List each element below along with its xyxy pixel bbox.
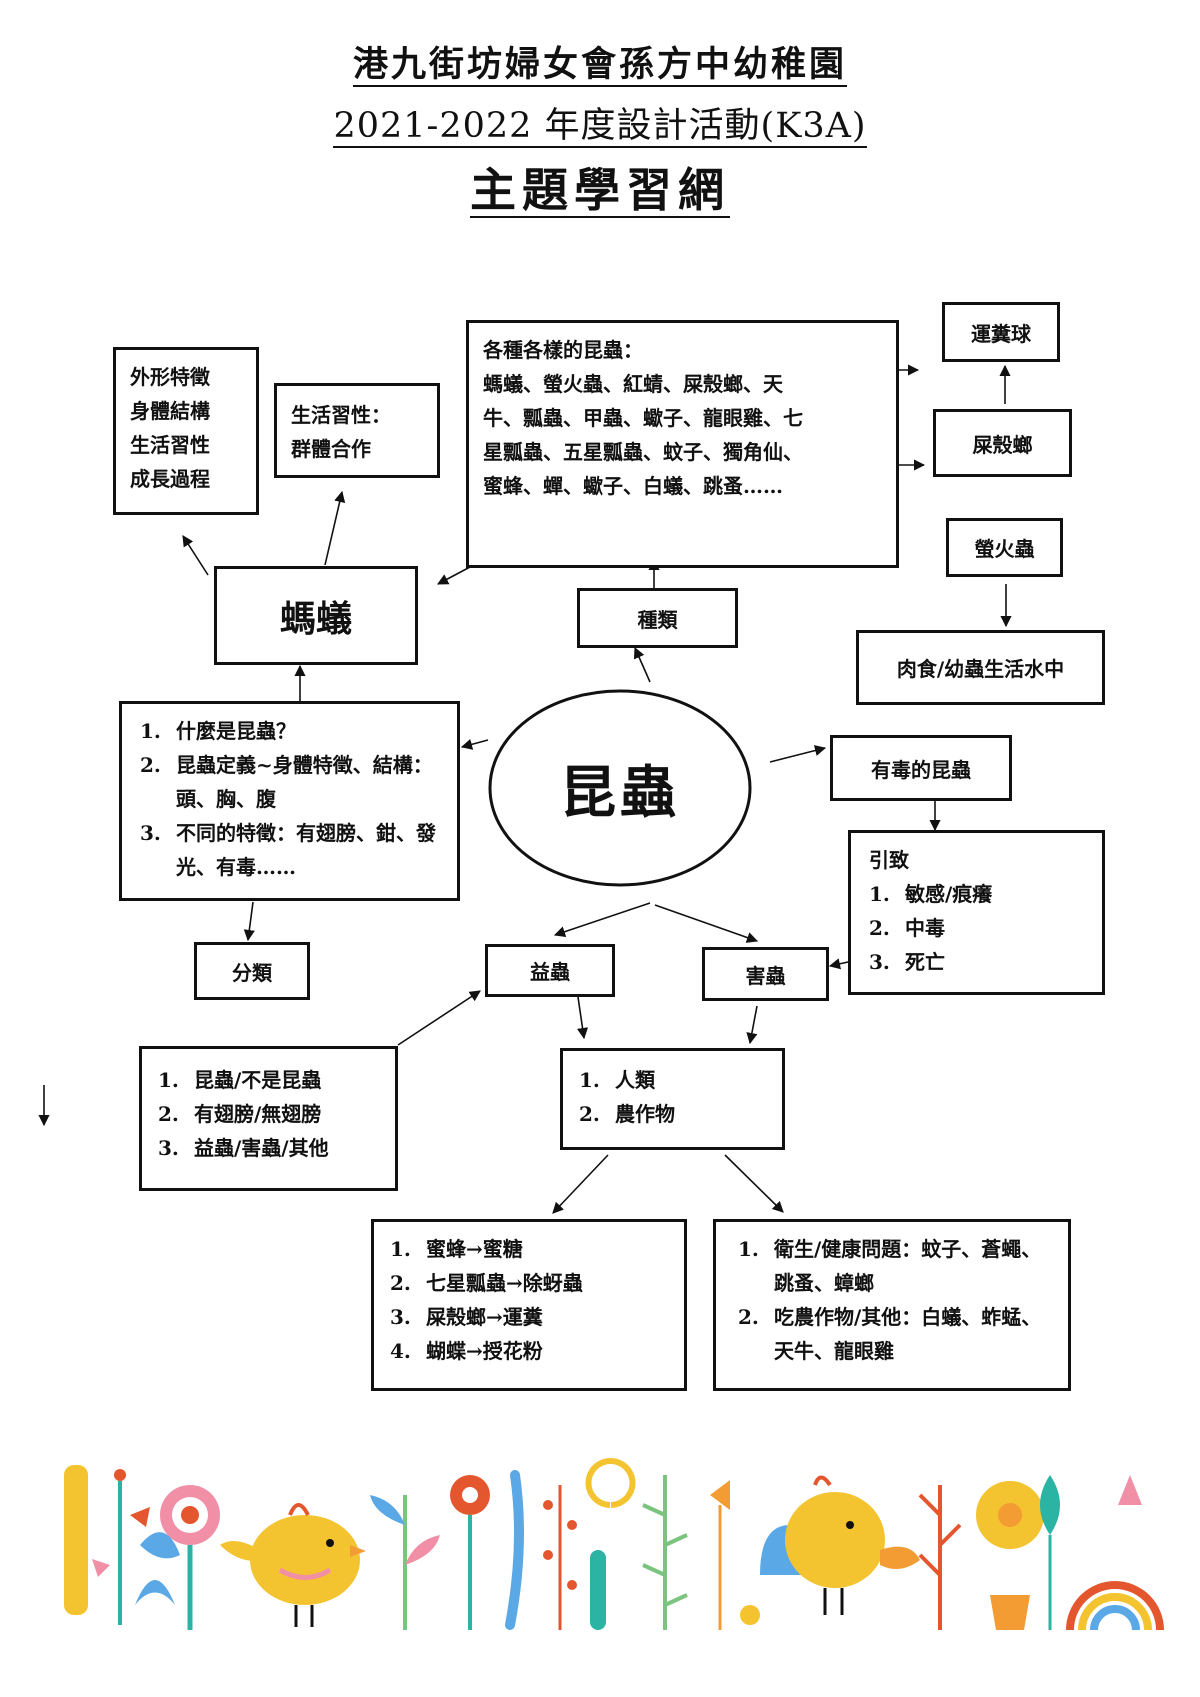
definition-item: 3.不同的特徵：有翅膀、鉗、發光、有毒…… bbox=[140, 821, 436, 879]
classification-item: 2.有翅膀/無翅膀 bbox=[158, 1102, 322, 1126]
classification-item: 1.昆蟲/不是昆蟲 bbox=[158, 1068, 322, 1092]
insect-types-line: 蜜蜂、蟬、蠍子、白蟻、跳蚤…… bbox=[483, 474, 783, 498]
harmful-examples-box: 1.衛生/健康問題：蚊子、蒼蠅、跳蚤、蟑螂 2.吃農作物/其他：白蟻、蚱蜢、天牛… bbox=[713, 1219, 1071, 1391]
arrow-classification-to-beneficial bbox=[397, 990, 481, 1046]
classification-label: 分類 bbox=[232, 960, 272, 985]
harmful-example-item: 1.衛生/健康問題：蚊子、蒼蠅、跳蚤、蟑螂 bbox=[738, 1237, 1042, 1295]
insect-types-list-box: 各種各樣的昆蟲： 螞蟻、螢火蟲、紅蜻、屎殼螂、天 牛、瓢蟲、甲蟲、蠍子、龍眼雞、… bbox=[466, 320, 899, 568]
impact-item: 1.人類 bbox=[579, 1068, 655, 1092]
beneficial-example-item: 2.七星瓢蟲→除蚜蟲 bbox=[390, 1271, 583, 1295]
decorative-border bbox=[64, 1458, 1164, 1631]
flower-art-right bbox=[918, 1475, 1164, 1631]
poison-effect-item: 2.中毒 bbox=[869, 916, 945, 940]
center-topic-label: 昆蟲 bbox=[560, 759, 680, 826]
arrow-center-to-definition bbox=[460, 738, 489, 750]
firefly-diet-label: 肉食/幼蟲生活水中 bbox=[896, 657, 1065, 681]
dung-beetle-label: 屎殼螂 bbox=[972, 432, 1033, 457]
insect-definition-box: 1.什麼是昆蟲？ 2.昆蟲定義~身體特徵、結構：頭、胸、腹 3.不同的特徵：有翅… bbox=[119, 701, 460, 901]
firefly-label: 螢火蟲 bbox=[974, 537, 1035, 561]
beneficial-example-item: 1.蜜蜂→蜜糖 bbox=[390, 1237, 523, 1261]
ant-trait-item: 身體結構 bbox=[130, 399, 210, 423]
types-box: 種類 bbox=[577, 588, 738, 648]
beneficial-example-item: 4.蝴蝶→授花粉 bbox=[390, 1339, 543, 1363]
beneficial-insects-box: 益蟲 bbox=[485, 944, 615, 997]
poison-effects-heading: 引致 bbox=[869, 848, 909, 872]
beneficial-examples-box: 1.蜜蜂→蜜糖 2.七星瓢蟲→除蚜蟲 3.屎殼螂→運糞 4.蝴蝶→授花粉 bbox=[371, 1219, 687, 1391]
arrow-effects-to-harmful bbox=[828, 958, 849, 970]
impact-box: 1.人類 2.農作物 bbox=[560, 1048, 785, 1150]
arrow-ant-to-habits bbox=[324, 490, 346, 566]
ant-traits-box: 外形特徵 身體結構 生活習性 成長過程 bbox=[113, 347, 259, 515]
ant-box: 螞蟻 bbox=[214, 566, 418, 665]
ant-trait-item: 外形特徵 bbox=[130, 365, 210, 389]
dung-ball-box: 運糞球 bbox=[942, 302, 1060, 362]
ant-habits-box: 生活習性： 群體合作 bbox=[274, 383, 440, 478]
page-title: 主題學習網 bbox=[470, 163, 730, 218]
arrow-impact-to-beneficial-examples bbox=[552, 1154, 609, 1214]
arrow-definition-to-classification bbox=[243, 901, 255, 942]
ant-habits-text: 群體合作 bbox=[291, 437, 371, 461]
arrow-center-to-poisonous bbox=[769, 745, 827, 763]
definition-item: 1.什麼是昆蟲？ bbox=[140, 719, 296, 743]
insect-types-line: 牛、瓢蟲、甲蟲、蠍子、龍眼雞、七 bbox=[483, 406, 803, 430]
harmful-example-item: 2.吃農作物/其他：白蟻、蚱蜢、天牛、龍眼雞 bbox=[738, 1305, 1042, 1363]
ant-trait-item: 成長過程 bbox=[130, 467, 210, 491]
center-ellipse bbox=[488, 689, 752, 887]
arrow-list-to-ant bbox=[437, 566, 471, 585]
classification-item: 3.益蟲/害蟲/其他 bbox=[158, 1136, 329, 1160]
bird-art-right bbox=[785, 1475, 920, 1615]
poison-effect-item: 1.敏感/痕癢 bbox=[869, 882, 993, 906]
harmful-insects-label: 害蟲 bbox=[745, 963, 786, 988]
classification-list-box: 1.昆蟲/不是昆蟲 2.有翅膀/無翅膀 3.益蟲/害蟲/其他 bbox=[139, 1046, 398, 1191]
program-title: 2021-2022 年度設計活動(K3A) bbox=[333, 106, 867, 148]
ant-label: 螞蟻 bbox=[279, 597, 352, 640]
ant-trait-item: 生活習性 bbox=[130, 433, 210, 457]
beneficial-insects-label: 益蟲 bbox=[530, 960, 570, 984]
flower-art bbox=[64, 1465, 220, 1630]
dung-beetle-box: 屎殼螂 bbox=[933, 409, 1072, 477]
dung-ball-label: 運糞球 bbox=[971, 321, 1031, 346]
school-name: 港九街坊婦女會孫方中幼稚園 bbox=[352, 44, 847, 87]
poisonous-insects-box: 有毒的昆蟲 bbox=[830, 735, 1012, 801]
definition-item: 2.昆蟲定義~身體特徵、結構：頭、胸、腹 bbox=[140, 753, 433, 811]
poison-effect-item: 3.死亡 bbox=[869, 950, 945, 974]
poisonous-insects-label: 有毒的昆蟲 bbox=[871, 757, 971, 782]
arrow-impact-to-harmful-examples bbox=[724, 1154, 784, 1213]
arrow-center-to-types bbox=[633, 646, 651, 683]
arrow-ant-to-traits bbox=[182, 535, 209, 576]
types-label: 種類 bbox=[637, 607, 678, 632]
firefly-box: 螢火蟲 bbox=[946, 518, 1063, 577]
insect-types-line: 星瓢蟲、五星瓢蟲、蚊子、獨角仙、 bbox=[483, 440, 803, 464]
insect-types-heading: 各種各樣的昆蟲： bbox=[483, 338, 643, 362]
poison-effects-box: 引致 1.敏感/痕癢 2.中毒 3.死亡 bbox=[848, 830, 1105, 995]
arrow-beneficial-to-impact bbox=[576, 996, 589, 1040]
harmful-insects-box: 害蟲 bbox=[702, 947, 829, 1001]
firefly-diet-box: 肉食/幼蟲生活水中 bbox=[856, 630, 1105, 705]
arrow-harmful-to-impact bbox=[746, 1005, 758, 1045]
arrow-center-to-beneficial bbox=[553, 902, 651, 938]
plant-art bbox=[370, 1458, 820, 1630]
beneficial-example-item: 3.屎殼螂→運糞 bbox=[390, 1305, 543, 1329]
bird-art bbox=[220, 1503, 366, 1627]
ant-habits-heading: 生活習性： bbox=[291, 403, 391, 427]
arrow-center-to-harmful bbox=[654, 904, 759, 943]
classification-box: 分類 bbox=[194, 942, 310, 1000]
insect-types-line: 螞蟻、螢火蟲、紅蜻、屎殼螂、天 bbox=[483, 372, 783, 396]
impact-item: 2.農作物 bbox=[579, 1102, 675, 1126]
